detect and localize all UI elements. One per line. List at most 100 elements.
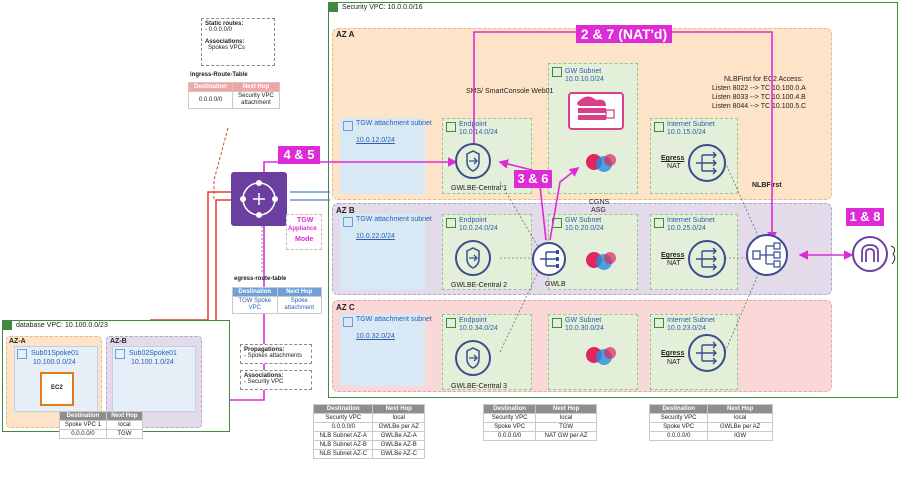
col-header: Destination [648,404,709,414]
tgw-subnet-cidr: 10.0.22.0/24 [356,233,395,240]
col-header: Next Hop [105,411,144,421]
asg-label: ASG [591,207,606,214]
ingress-table-title: ingress-Route-Table [190,72,248,78]
internet-subnet-cidr: 10.0.25.0/24 [667,225,706,232]
vpc-icon [3,321,12,330]
note-title: Propagations: [244,347,285,353]
endpoint-cidr: 10.0.14.0/24 [459,129,498,136]
cell: 0.0.0.0/0 [188,91,233,109]
note-line: Spokes VPCs [208,45,246,51]
endpoint-cidr: 10.0.34.0/24 [459,325,498,332]
cloudguard-icon [582,248,618,272]
az-c-label: AZ C [336,303,355,312]
security-vpc-title: Security VPC: 10.0.0.0/16 [342,4,423,11]
subnet-cidr: 10.100.0.0/24 [33,359,76,366]
tgw-mode-line: Mode [295,236,314,243]
internet-subnet-title: Internet Subnet [667,121,715,128]
gw-subnet-cidr: 10.0.20.0/24 [565,225,604,232]
lock-icon [446,318,456,328]
cell: 0.0.0.0/0 [648,431,709,441]
cell: local [372,413,425,423]
cell: Spoke attachment [276,296,322,314]
note-line: - Security VPC [244,379,284,385]
lock-icon [552,318,562,328]
association-line [213,127,229,200]
nlb-icon [746,234,788,276]
flow-4-5 [263,157,458,170]
flow-3-6-b [549,167,580,241]
sms-label: SMS/ SmartConsole Web01 [466,88,554,95]
cell: local [535,413,597,423]
static-routes-note: Static routes: - 0.0.0.0/0 Associations:… [201,18,275,66]
flow-2-7 [473,31,777,242]
gwlbe-label: GWLBE-Central 2 [451,282,508,289]
tgw-subnet-cidr: 10.0.12.0/24 [356,137,395,144]
transit-gateway-icon [231,172,287,226]
ec2-icon: EC2 [40,372,74,406]
associations-note: Associations: - Security VPC [240,370,312,390]
nat-label: NAT [667,260,681,267]
endpoint-title: Endpoint [459,317,487,324]
cell: GWLBe AZ-B [372,440,425,450]
nat-label: NAT [667,359,681,366]
cell: GWLBe AZ-A [372,431,425,441]
lock-icon [552,67,562,77]
internet-cloud-icon [889,244,899,266]
note-title: Static routes: [205,21,244,27]
cgns-label: CGNS [589,199,610,206]
col-header: Destination [232,287,278,297]
vpc-icon [329,3,338,12]
col-header: Next Hop [276,287,322,297]
col-header: Destination [188,82,233,92]
cell: local [105,420,144,430]
gwlbe-label: GWLBE-Central 1 [451,185,508,192]
cell-text: TGW Spoke VPC [238,298,272,311]
col-header: Destination [312,404,374,414]
gw-subnet-title: GW Subnet [565,68,602,75]
lock-icon [343,121,353,131]
tgw-subnet-title: TGW attachment subnet [356,216,432,223]
sms-server-icon [568,92,624,130]
lock-icon [446,122,456,132]
lock-icon [115,349,125,359]
cell: IGW [707,431,773,441]
flow-tag-3-6: 3 & 6 [514,170,552,188]
nlb-note-line: Listen 8033 --> TC 10.100.4.B [712,94,806,101]
internet-subnet-cidr: 10.0.23.0/24 [667,325,706,332]
nlb-link [724,161,761,353]
nlbfirst-label: NLBFirst [752,182,782,189]
gwlbe-icon [455,240,491,276]
cloudguard-icon [582,343,618,367]
lock-icon [343,217,353,227]
note-line: - Spokes attachments [244,353,303,359]
flow-tag-2-7: 2 & 7 (NAT'd) [576,25,672,43]
cell: GWLBe AZ-C [372,449,425,459]
endpoint-cidr: 10.0.24.0/24 [459,225,498,232]
cell: NLB Subnet AZ-B [312,440,374,450]
cell: TGW Spoke VPC [232,296,278,314]
flow-tag-1-8: 1 & 8 [846,208,884,226]
gwlbe-icon [455,143,491,179]
internet-gateway-icon [852,236,888,272]
endpoint-title: Endpoint [459,217,487,224]
cell: Spoke VPC 1 [59,420,107,430]
propagations-note: Propagations: - Spokes attachments [240,344,312,364]
tgw-subnet-c: TGW attachment subnet 10.0.32.0/24 [340,314,432,386]
lock-icon [654,122,664,132]
egress-label: Egress [661,252,685,259]
gwlbe-icon [455,340,491,376]
gw-subnet-title: GW Subnet [565,317,602,324]
db-az-a-label: AZ-A [9,338,26,345]
tgw-to-vpc-line [150,191,232,321]
col-header: Destination [482,404,537,414]
gw-subnet-cidr: 10.0.10.0/24 [565,76,604,83]
cell: Spoke VPC [482,422,537,432]
gwlb-label: GWLB [545,281,566,288]
spoke-subnet-2: Sub02Spoke01 10.100.1.0/24 [112,346,196,412]
cell: 0.0.0.0/0 [312,422,374,432]
endpoint-title: Endpoint [459,121,487,128]
cell: GWLBe per AZ [707,422,773,432]
note-line: - 0.0.0.0/0 [205,27,233,33]
